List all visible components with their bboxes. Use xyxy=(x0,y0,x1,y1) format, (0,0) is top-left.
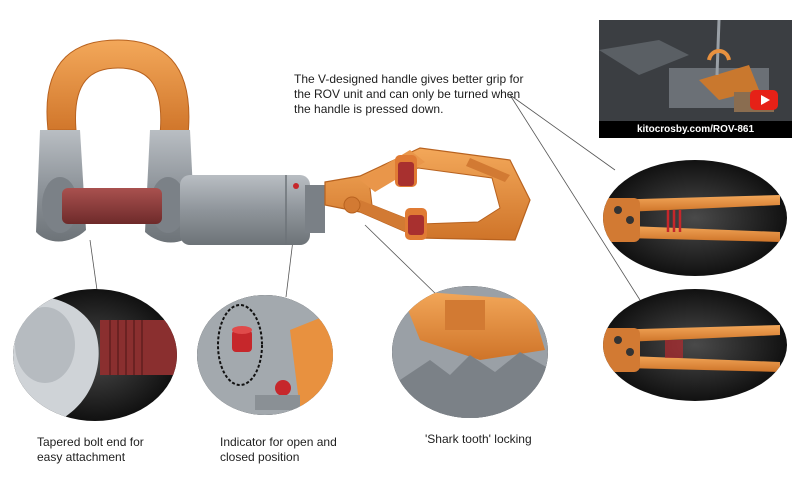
detail-handle-closed xyxy=(603,160,787,276)
video-url-label[interactable]: kitocrosby.com/ROV-861 xyxy=(599,121,792,138)
leader-lines xyxy=(89,94,641,301)
caption-shark-tooth: 'Shark tooth' locking xyxy=(425,432,532,446)
detail-indicator xyxy=(197,295,333,415)
caption-bolt: Tapered bolt end for easy attachment xyxy=(37,435,144,464)
shackle xyxy=(36,39,195,243)
video-frame xyxy=(599,20,792,138)
v-handle xyxy=(324,147,531,241)
caption-handle: The V-designed handle gives better grip … xyxy=(294,72,524,116)
play-icon[interactable] xyxy=(750,90,778,110)
detail-shark-tooth xyxy=(392,286,548,418)
detail-handle-open xyxy=(603,289,787,401)
video-thumbnail[interactable]: kitocrosby.com/ROV-861 xyxy=(599,20,792,138)
actuator-barrel xyxy=(180,175,325,245)
detail-bolt xyxy=(13,289,177,421)
caption-indicator: Indicator for open and closed position xyxy=(220,435,337,464)
